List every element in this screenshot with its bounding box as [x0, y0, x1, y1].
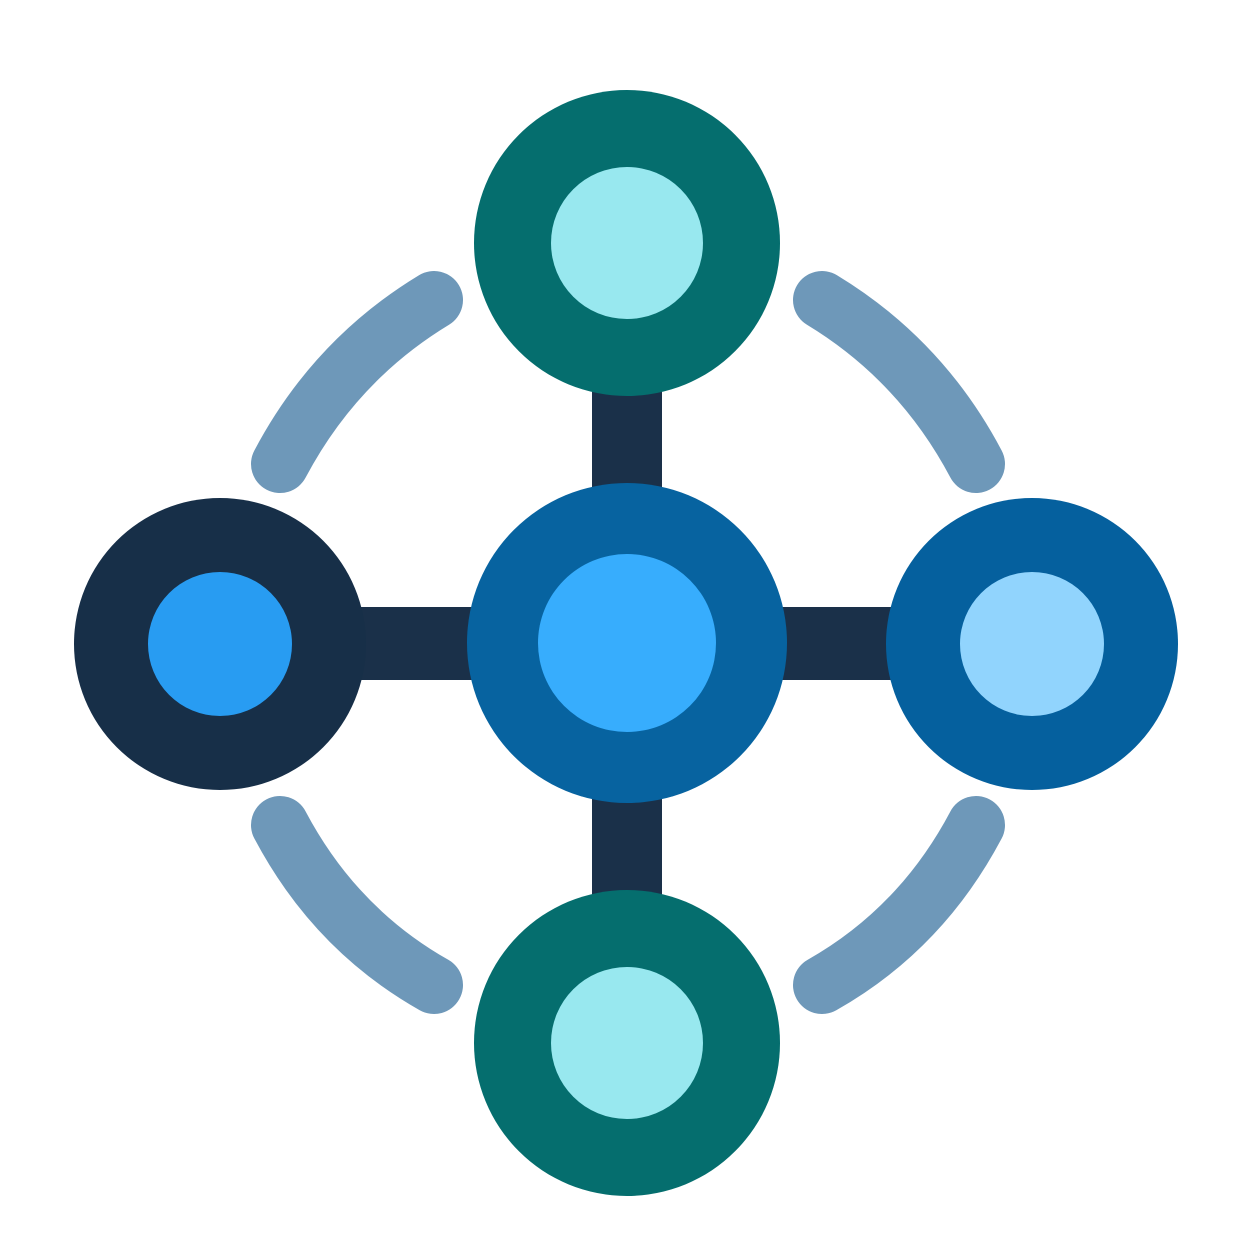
node-right [886, 498, 1178, 790]
node-left [74, 498, 366, 790]
orbit-arc-bottom-left [251, 796, 463, 1014]
orbit-arc-bottom-right [793, 796, 1005, 1014]
orbit-arc-top-right [793, 271, 1005, 493]
orbit-arc-top-left [251, 271, 463, 493]
node-bottom [474, 890, 780, 1196]
node-top [474, 90, 780, 396]
node-center [467, 483, 787, 803]
